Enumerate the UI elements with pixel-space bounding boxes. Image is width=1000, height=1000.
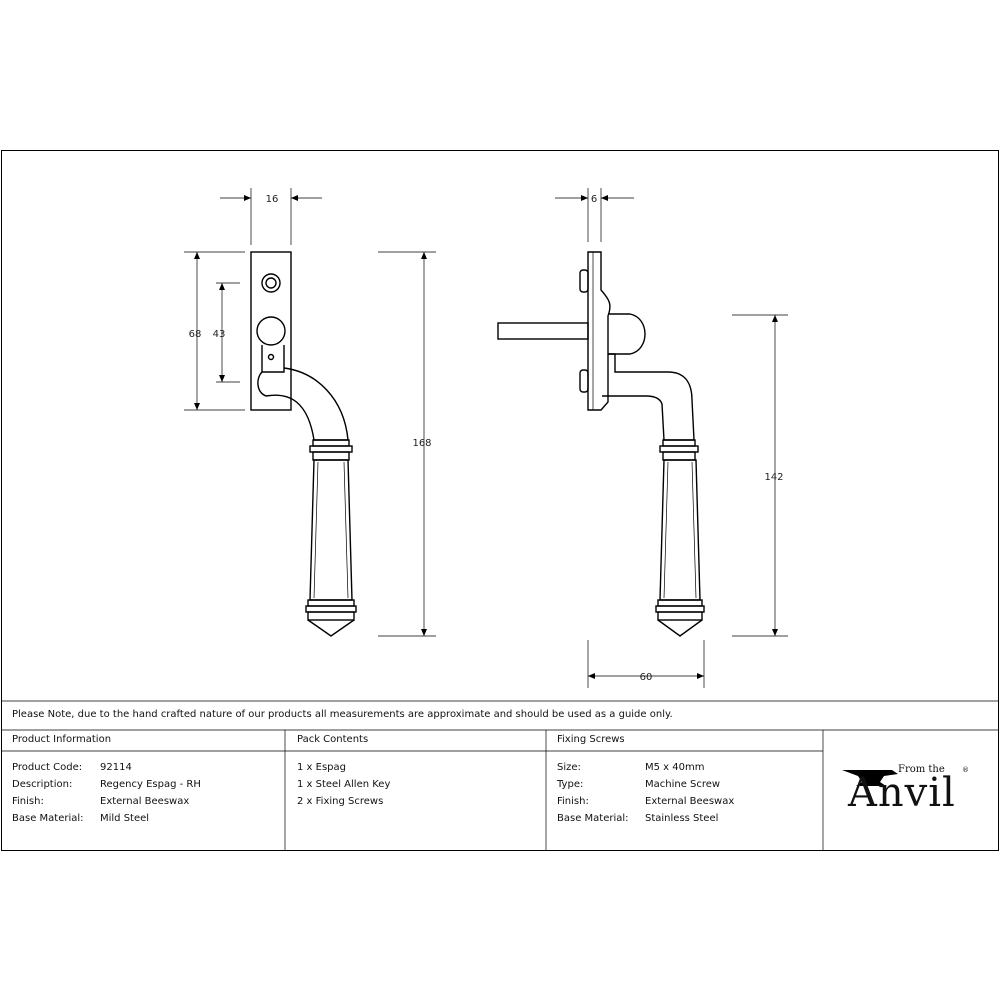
product-info-row: Product Code:92114 <box>12 762 132 773</box>
dim-handle-height: 142 <box>764 472 783 483</box>
table-grid <box>1 700 999 851</box>
anvil-icon <box>842 770 898 786</box>
product-info-row: Base Material:Mild Steel <box>12 813 150 824</box>
dim-front-width: 16 <box>266 194 279 205</box>
side-dimensions <box>555 188 788 688</box>
fixing-screws-header: Fixing Screws <box>557 734 625 745</box>
pack-item: 1 x Steel Allen Key <box>297 779 391 790</box>
logo-wordmark: Anvil <box>848 770 956 816</box>
dim-plate-height: 68 <box>189 329 202 340</box>
front-dimensions <box>184 188 436 637</box>
dim-side-depth: 6 <box>591 194 597 205</box>
logo-from-text: From the <box>898 764 945 775</box>
product-information-table: Product Code:92114 Description:Regency E… <box>12 759 201 827</box>
fixing-screw-row: Base Material:Stainless Steel <box>557 813 719 824</box>
fixing-screw-row: Finish:External Beeswax <box>557 796 735 807</box>
dim-projection: 60 <box>640 672 653 683</box>
logo-registered-mark: ® <box>962 766 969 774</box>
disclaimer-note: Please Note, due to the hand crafted nat… <box>12 709 673 720</box>
side-view <box>497 251 705 637</box>
product-information-header: Product Information <box>12 734 112 745</box>
drawing-sheet <box>1 150 999 851</box>
fixing-screw-row: Size:M5 x 40mm <box>557 762 705 773</box>
pack-item: 2 x Fixing Screws <box>297 796 384 807</box>
fixing-screw-row: Type:Machine Screw <box>557 779 721 790</box>
product-info-row: Description:Regency Espag - RH <box>12 779 201 790</box>
pack-contents-list: 1 x Espag 1 x Steel Allen Key 2 x Fixing… <box>297 759 390 810</box>
front-view <box>250 251 357 637</box>
pack-item: 1 x Espag <box>297 762 346 773</box>
product-info-row: Finish:External Beeswax <box>12 796 190 807</box>
fixing-screws-table: Size:M5 x 40mm Type:Machine Screw Finish… <box>557 759 734 827</box>
dim-overall-height: 168 <box>412 438 431 449</box>
anvil-logo: From the ® Anvil <box>838 764 978 816</box>
dim-spindle-pitch: 43 <box>213 329 226 340</box>
pack-contents-header: Pack Contents <box>297 734 369 745</box>
